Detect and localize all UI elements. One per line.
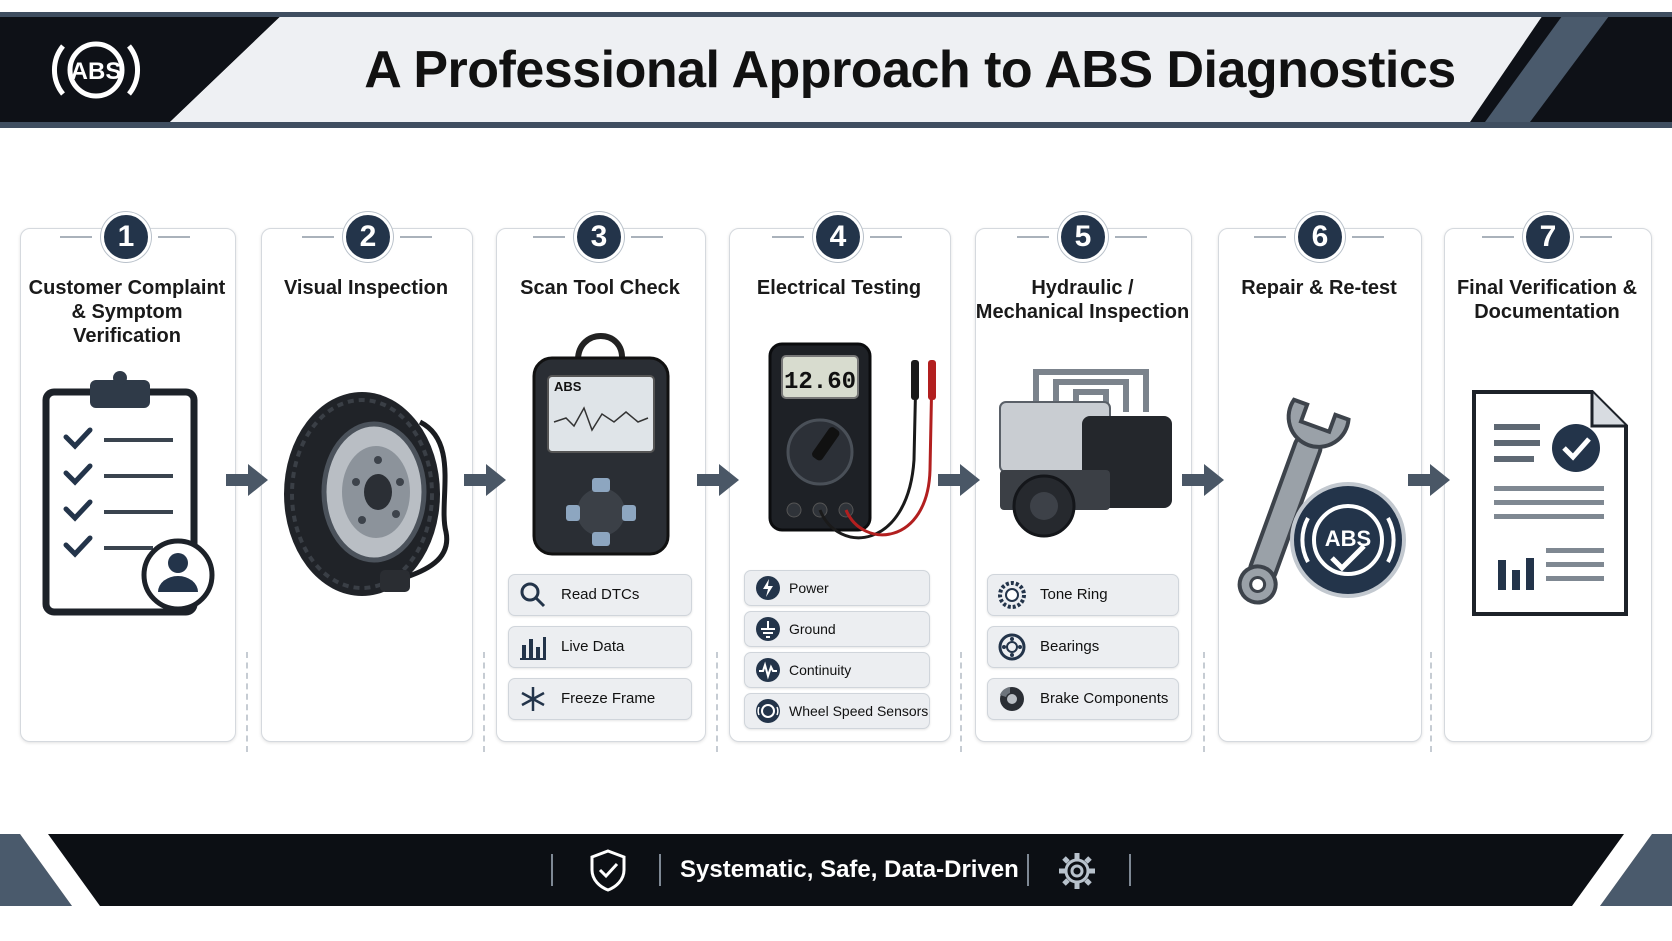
- step-number-3: 3: [533, 212, 663, 262]
- divider: [483, 652, 485, 752]
- brake-disc-icon: [1000, 687, 1024, 711]
- item-bearings: Bearings: [987, 626, 1179, 668]
- tone-ring-icon: [998, 581, 1026, 609]
- waveform-icon: [756, 658, 780, 682]
- step-title-5: Hydraulic /Mechanical Inspection: [975, 277, 1190, 323]
- step-title-4: Electrical Testing: [756, 277, 922, 299]
- page-title: A Professional Approach to ABS Diagnosti…: [364, 41, 1456, 99]
- arrow-right-icon: [1408, 464, 1450, 496]
- sensor-icon: [756, 699, 780, 723]
- abs-logo-text: ABS: [71, 58, 122, 85]
- bar-chart-icon: [520, 637, 546, 660]
- step-title-1: Customer Complaint& Symptom Verification: [28, 277, 226, 347]
- arrow-right-icon: [464, 464, 506, 496]
- divider: [960, 652, 962, 752]
- wrench-abs-check-icon: ABS: [1237, 397, 1406, 605]
- divider: [1203, 652, 1205, 752]
- step-number-2: 2: [302, 212, 432, 262]
- abs-hydraulic-unit-icon: [999, 369, 1172, 538]
- divider: [246, 652, 248, 752]
- arrow-right-icon: [697, 464, 739, 496]
- item-power: Power: [744, 570, 930, 606]
- step-number-4: 4: [772, 212, 902, 262]
- step-number-1: 1: [60, 212, 190, 262]
- meter-reading: 12.60: [784, 369, 856, 396]
- step-number-6: 6: [1254, 212, 1384, 262]
- step-number-7: 7: [1482, 212, 1612, 262]
- footer-tagline: Systematic, Safe, Data-Driven: [680, 856, 1019, 883]
- item-brake-components: Brake Components: [987, 678, 1179, 720]
- arrow-right-icon: [1182, 464, 1224, 496]
- item-tone-ring: Tone Ring: [987, 574, 1179, 616]
- step-title-3: Scan Tool Check: [520, 277, 680, 299]
- abs-warning-icon: ABS: [52, 41, 140, 99]
- item-freeze-frame: Freeze Frame: [508, 678, 692, 720]
- header-banner: [0, 12, 1672, 134]
- item-live-data: Live Data: [508, 626, 692, 668]
- arrow-right-icon: [938, 464, 980, 496]
- footer-banner: [0, 834, 1672, 906]
- scan-screen-label: ABS: [554, 379, 582, 394]
- multimeter-icon: 12.60: [768, 342, 936, 540]
- step-title-6: Repair & Re-test: [1241, 277, 1397, 299]
- divider: [716, 652, 718, 752]
- wheel-sensor-icon: [284, 392, 450, 596]
- item-read-dtcs: Read DTCs: [508, 574, 692, 616]
- item-continuity: Continuity: [744, 652, 930, 688]
- clipboard-checklist-icon: [42, 371, 215, 616]
- item-ground: Ground: [744, 611, 930, 647]
- step-title-2: Visual Inspection: [283, 277, 449, 299]
- report-document-icon: [1472, 390, 1628, 616]
- divider: [1430, 652, 1432, 752]
- ground-icon: [756, 617, 780, 641]
- step-number-5: 5: [1017, 212, 1147, 262]
- scan-tool-icon: ABS: [532, 333, 670, 556]
- bearing-icon: [998, 633, 1026, 661]
- step-title-7: Final Verification &Documentation: [1456, 277, 1638, 323]
- snowflake-icon: [521, 687, 545, 711]
- arrow-right-icon: [226, 464, 268, 496]
- gear-icon: [1059, 853, 1095, 889]
- lightning-icon: [756, 576, 780, 600]
- item-wheel-speed-sensors: Wheel Speed Sensors: [744, 693, 930, 729]
- step-card-6: [1218, 228, 1422, 742]
- search-icon: [520, 582, 546, 608]
- shield-check-icon: [590, 849, 626, 892]
